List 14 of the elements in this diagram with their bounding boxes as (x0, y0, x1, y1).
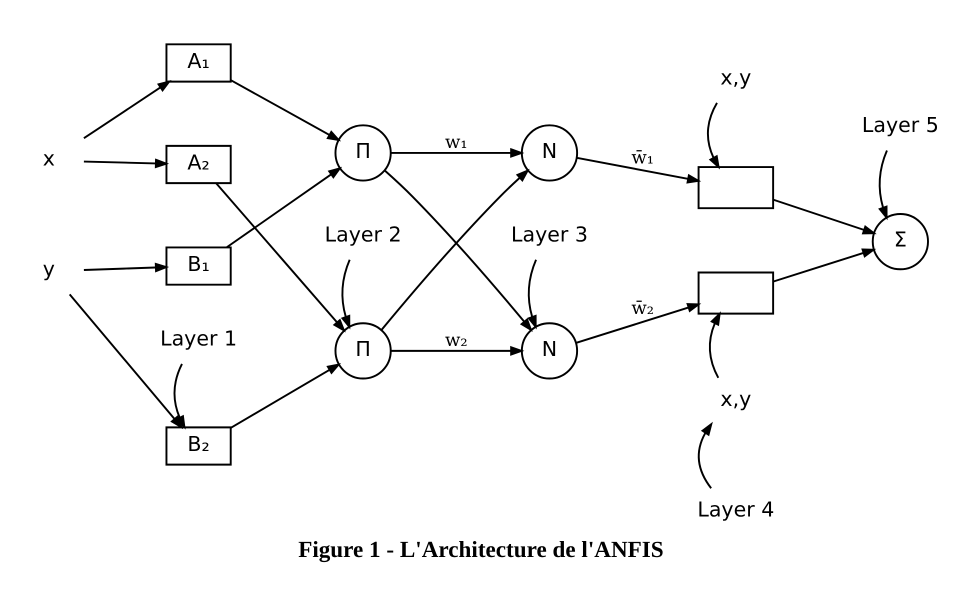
edge-label: w₂ (444, 330, 468, 351)
node-text: Layer 2 (324, 222, 402, 246)
node-text: x (42, 146, 54, 171)
node-text: x,y (720, 386, 751, 411)
node-text: Layer 4 (696, 497, 774, 522)
caption: Figure 1 - L'Architecture de l'ANFIS (298, 537, 664, 564)
node-text: y (42, 257, 54, 282)
node-text: Layer 3 (510, 222, 588, 246)
node-text: Layer 1 (160, 326, 237, 350)
edge-label: w̄₁ (630, 147, 654, 168)
node-text: Layer 5 (861, 113, 938, 138)
node-text: x,y (720, 66, 751, 90)
edge-label: w₁ (444, 132, 468, 154)
edge-label: w̄₂ (630, 298, 654, 319)
